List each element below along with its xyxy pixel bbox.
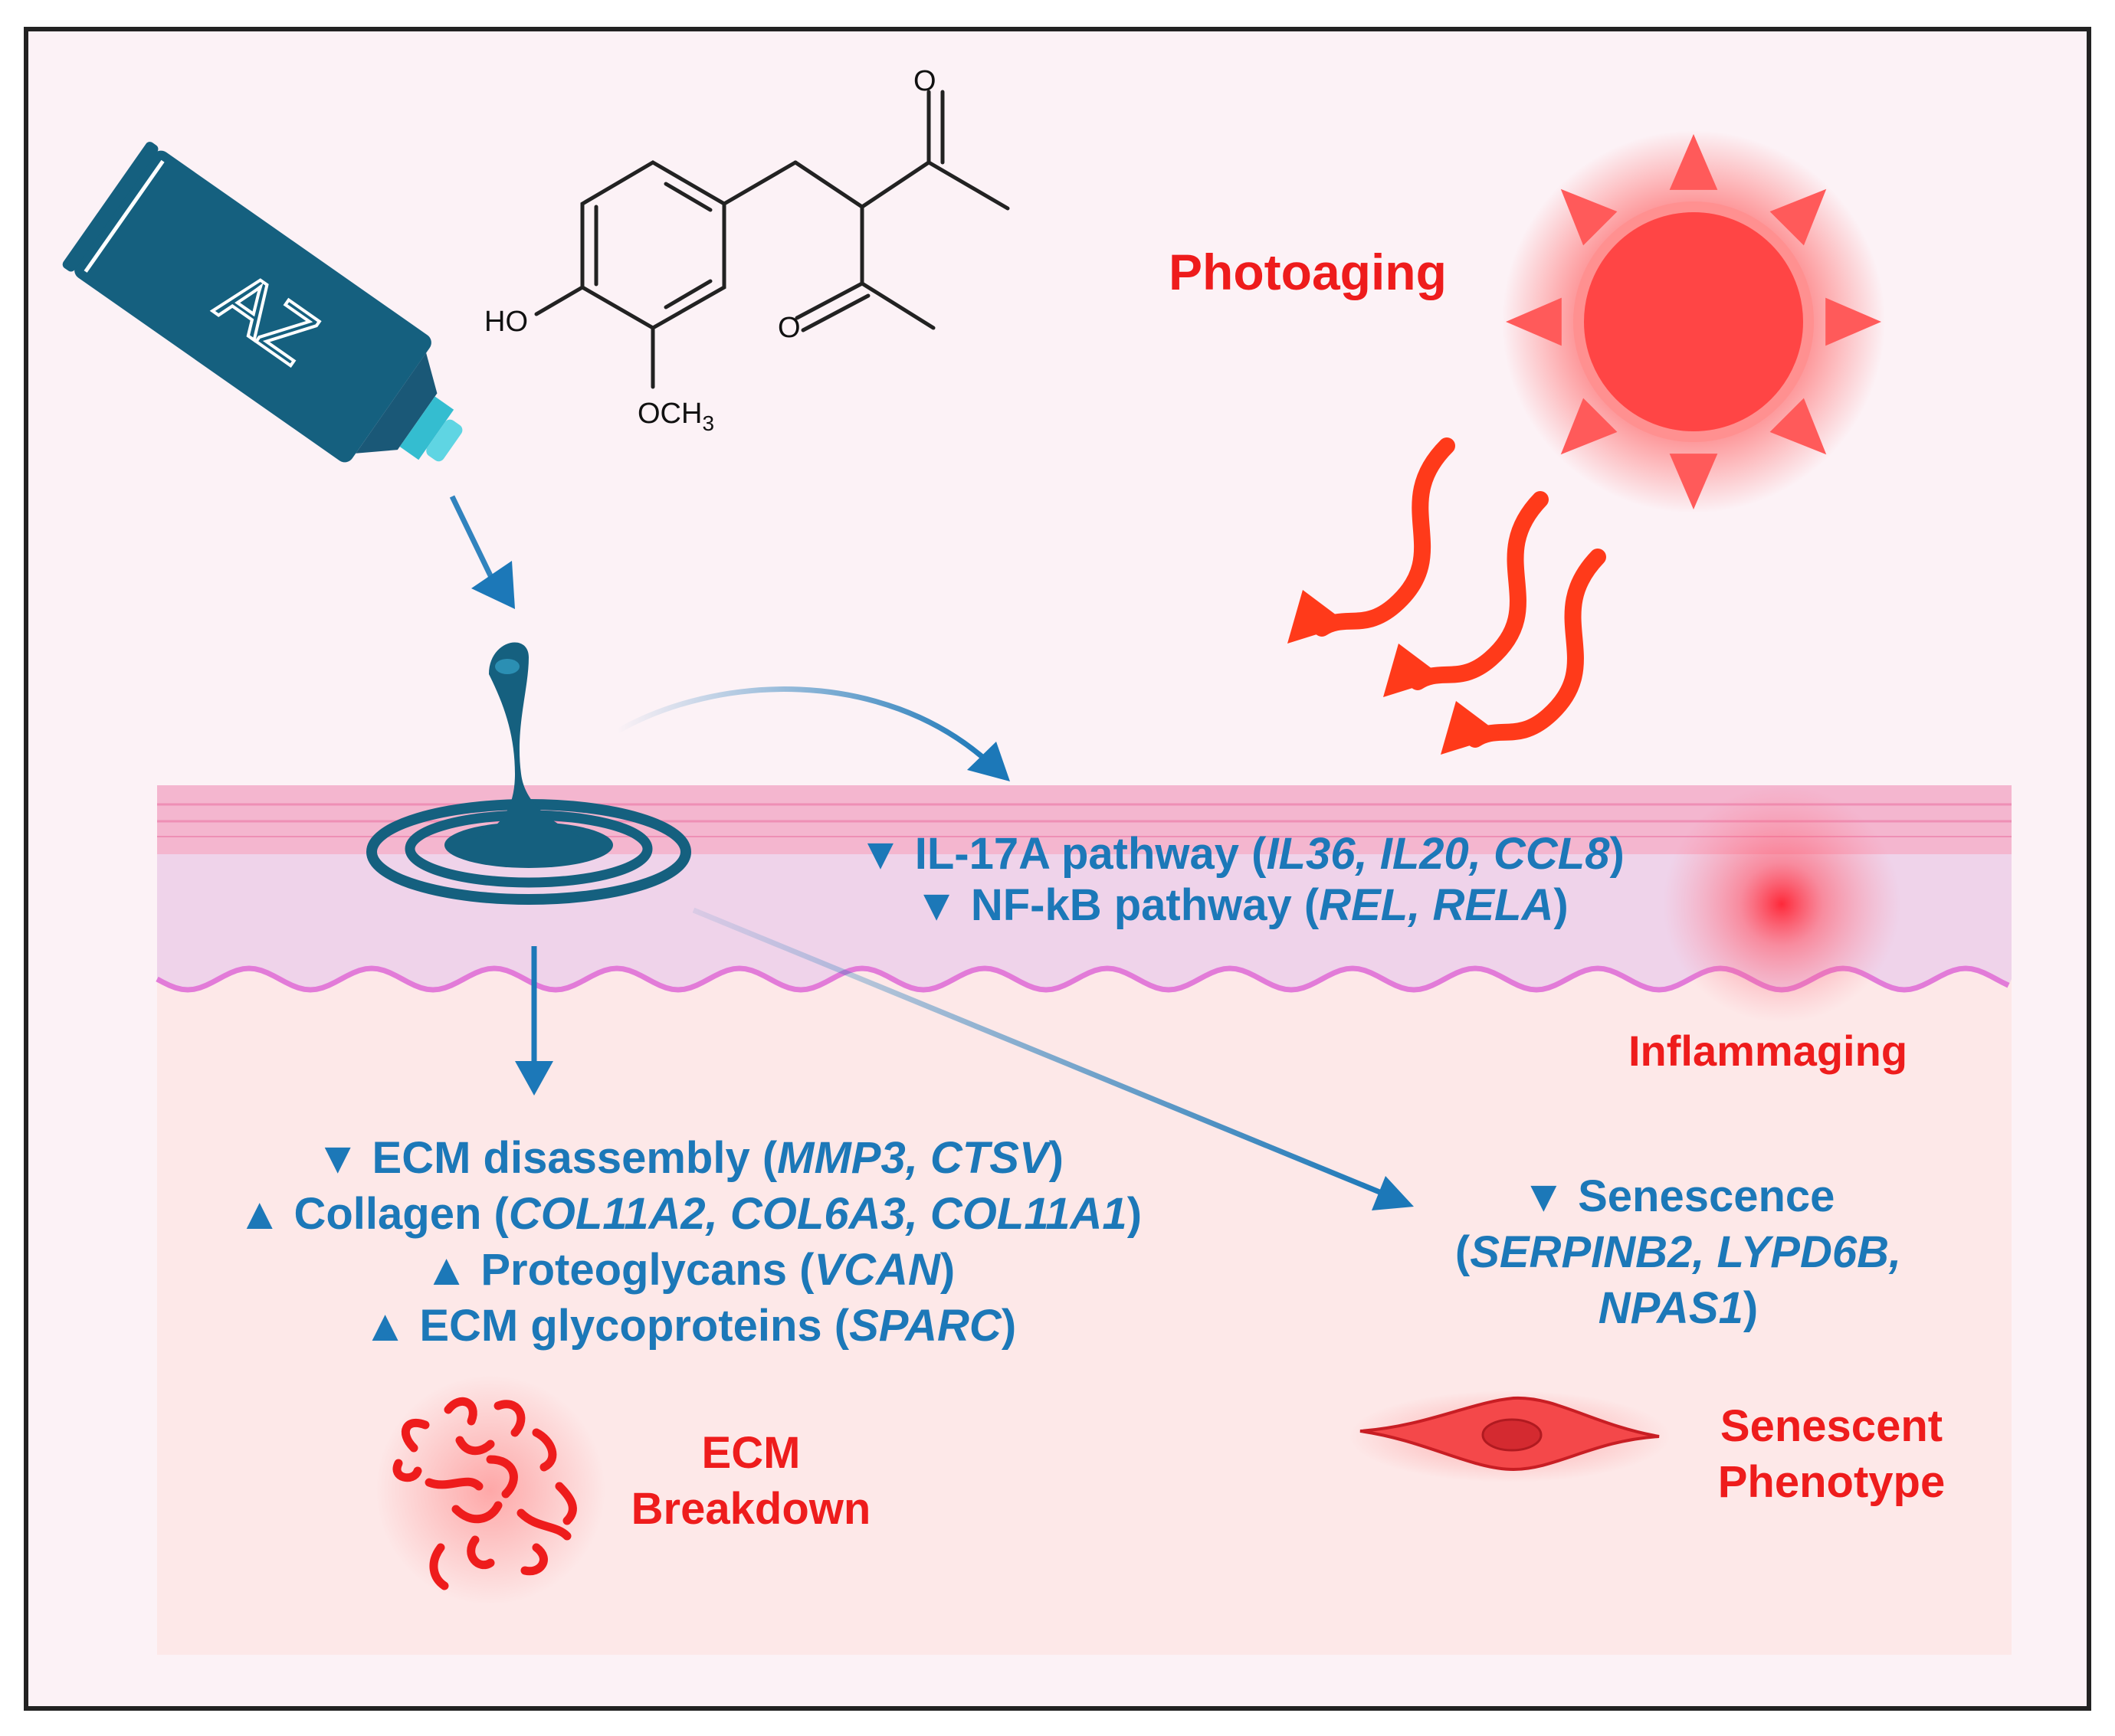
inflammaging-label: Inflammaging <box>1628 1027 1908 1075</box>
ecm-breakdown-icon <box>375 1375 605 1605</box>
pathway-effects: ▼ IL-17A pathway (IL36, IL20, CCL8) ▼ NF… <box>820 829 1663 931</box>
senescence-effects: ▼ Senescence (SERPINB2, LYPD6B, NPAS1) <box>1454 1171 1902 1334</box>
nfkb-pathway-line: ▼ NF-kB pathway (REL, RELA) <box>914 879 1569 930</box>
molecule-hydroxyl-label: HO <box>484 306 528 338</box>
drop-splash-icon <box>366 642 691 905</box>
molecule-ketone-oxygen-2: O <box>778 312 801 344</box>
senescent-cell-icon <box>1349 1390 1671 1482</box>
drop-to-pathway-arrow <box>615 686 1010 781</box>
photoaging-label: Photoaging <box>1169 244 1447 300</box>
ecm-effect-line: ▲ ECM glycoproteins (SPARC) <box>362 1301 1017 1351</box>
sun-ray <box>1825 297 1881 346</box>
drop-to-ecm-arrow <box>515 946 553 1096</box>
molecule-methoxy-label: OCH3 <box>638 398 714 435</box>
sun-ray <box>1669 134 1718 190</box>
ecm-effect-line: ▲ Proteoglycans (VCAN) <box>424 1245 956 1295</box>
senescent-phenotype-label: Senescent Phenotype <box>1717 1401 1946 1508</box>
sun-ray <box>1560 398 1618 455</box>
uv-rays-icon <box>1313 437 1606 748</box>
sun-ray <box>1506 297 1562 346</box>
sun-ray <box>1669 454 1718 509</box>
il17-pathway-line: ▼ IL-17A pathway (IL36, IL20, CCL8) <box>858 829 1625 879</box>
ecm-effects: ▼ ECM disassembly (MMP3, CTSV) ▲ Collage… <box>153 1130 1226 1354</box>
ecm-breakdown-label: ECM Breakdown <box>631 1428 871 1535</box>
ecm-effect-line: ▼ ECM disassembly (MMP3, CTSV) <box>316 1133 1064 1183</box>
sun-ray <box>1560 188 1618 246</box>
az-tube-icon: AZ <box>62 142 463 463</box>
sun-icon <box>1502 130 1885 513</box>
inflammation-spot <box>1663 785 1900 1023</box>
molecule-ketone-oxygen-1: O <box>913 65 936 97</box>
molecule-structure <box>534 90 1010 389</box>
drop-to-senescence-arrow <box>692 907 1414 1210</box>
tube-to-drop-arrow <box>449 495 515 609</box>
sun-ray <box>1769 398 1827 455</box>
ecm-effect-line: ▲ Collagen (COL11A2, COL6A3, COL11A1) <box>237 1189 1143 1240</box>
uv-arrowheads <box>1287 590 1502 755</box>
sun-ray <box>1769 188 1827 246</box>
